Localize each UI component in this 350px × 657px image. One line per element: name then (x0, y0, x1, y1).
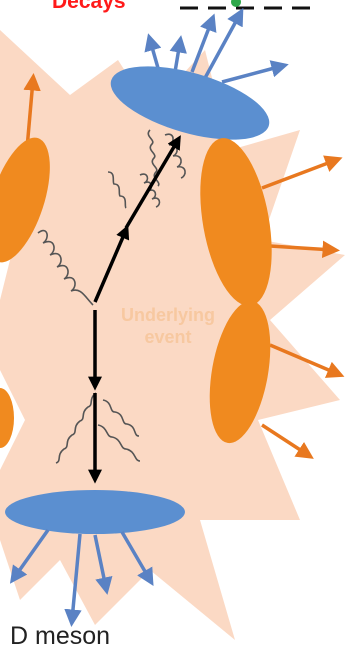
d-meson-label: D meson (10, 622, 110, 651)
particle-arrow (222, 66, 282, 82)
underlying-event-label-line2: event (88, 326, 248, 348)
particle-arrow (175, 42, 180, 72)
underlying-ellipse-left-lower (0, 388, 14, 448)
green-marker-icon (231, 0, 241, 7)
lower-jet-ellipse (5, 490, 185, 534)
underlying-event-label-line1: Underlying (88, 304, 248, 326)
underlying-event-label: Underlying event (88, 304, 248, 348)
top-dashed-line (180, 0, 310, 8)
decays-label: Decays (52, 0, 126, 14)
